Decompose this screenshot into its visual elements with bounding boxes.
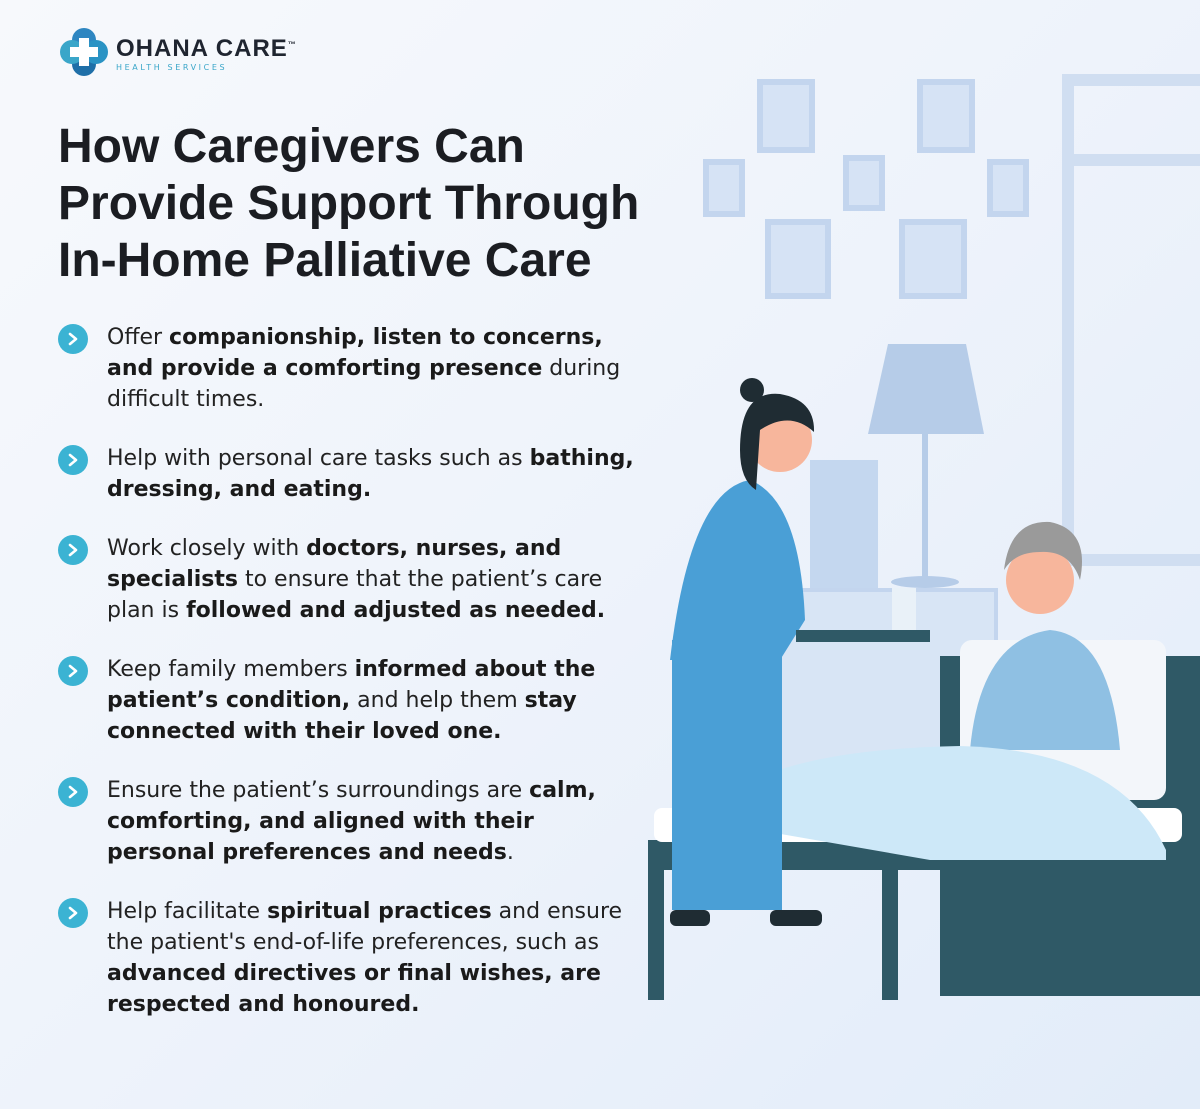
text: and help them (350, 688, 525, 713)
caregiver-illustration (648, 74, 1200, 1000)
logo-name: OHANA CARE (116, 34, 288, 62)
window (1062, 74, 1200, 566)
logo-subtitle: HEALTH SERVICES (116, 62, 228, 72)
glass (892, 588, 916, 630)
text: Offer (107, 325, 170, 350)
bullet-text: Help facilitate spiritual practices and … (107, 896, 648, 1020)
chevron-right-icon (58, 656, 88, 686)
bold-text: companionship, listen to concerns, and p… (107, 325, 603, 381)
bullet-text: Work closely with doctors, nurses, and s… (107, 533, 648, 626)
text: . (506, 840, 514, 865)
plant-vase (810, 460, 878, 590)
bullet-item: Help with personal care tasks such as ba… (58, 443, 648, 505)
logo: OHANA CARE™ HEALTH SERVICES (58, 26, 297, 78)
blanket (700, 746, 1166, 860)
bold-text: spiritual practices (267, 899, 492, 924)
bullet-item: Ensure the patient’s surroundings are ca… (58, 775, 648, 868)
text: Ensure the patient’s surroundings are (107, 778, 530, 803)
logo-cross-icon (60, 28, 108, 76)
bullet-text: Ensure the patient’s surroundings are ca… (107, 775, 648, 868)
bullet-item: Keep family members informed about the p… (58, 654, 648, 747)
text: and ensure the patient's end-of-life pre… (107, 899, 623, 955)
text: Help facilitate (107, 899, 268, 924)
text: Keep family members (107, 657, 355, 682)
bullet-list: Offer companionship, listen to concerns,… (58, 322, 648, 1020)
bold-text: stay connected with their loved one. (107, 688, 577, 744)
chevron-right-icon (58, 535, 88, 565)
chevron-right-icon (58, 898, 88, 928)
text: Work closely with (107, 536, 307, 561)
bold-text: doctors, nurses, and specialists (107, 536, 562, 592)
bullet-item: Help facilitate spiritual practices and … (58, 896, 648, 1020)
text: to ensure that the patient’s care plan i… (107, 567, 603, 623)
page-title: How Caregivers Can Provide Support Throu… (58, 120, 640, 287)
patient (970, 521, 1120, 750)
bold-text: advanced directives or final wishes, are… (107, 961, 601, 1017)
tray (796, 630, 930, 642)
bold-text: followed and adjusted as needed. (186, 598, 606, 623)
text: during difficult times. (107, 356, 621, 412)
bullet-item: Offer companionship, listen to concerns,… (58, 322, 648, 415)
logo-trademark: ™ (287, 39, 297, 49)
lamp (868, 344, 984, 588)
bullet-item: Work closely with doctors, nurses, and s… (58, 533, 648, 626)
bullet-text: Keep family members informed about the p… (107, 654, 648, 747)
chevron-right-icon (58, 777, 88, 807)
bold-text: informed about the patient’s condition, (107, 657, 596, 713)
picture-frames (703, 79, 1029, 299)
chevron-right-icon (58, 445, 88, 475)
text: Help with personal care tasks such as (107, 446, 530, 471)
bullet-text: Offer companionship, listen to concerns,… (107, 322, 648, 415)
chevron-right-icon (58, 324, 88, 354)
caregiver (670, 378, 930, 926)
bold-text: bathing, dressing, and eating. (107, 446, 634, 502)
bullet-text: Help with personal care tasks such as ba… (107, 443, 648, 505)
bold-text: calm, comforting, and aligned with their… (107, 778, 596, 865)
